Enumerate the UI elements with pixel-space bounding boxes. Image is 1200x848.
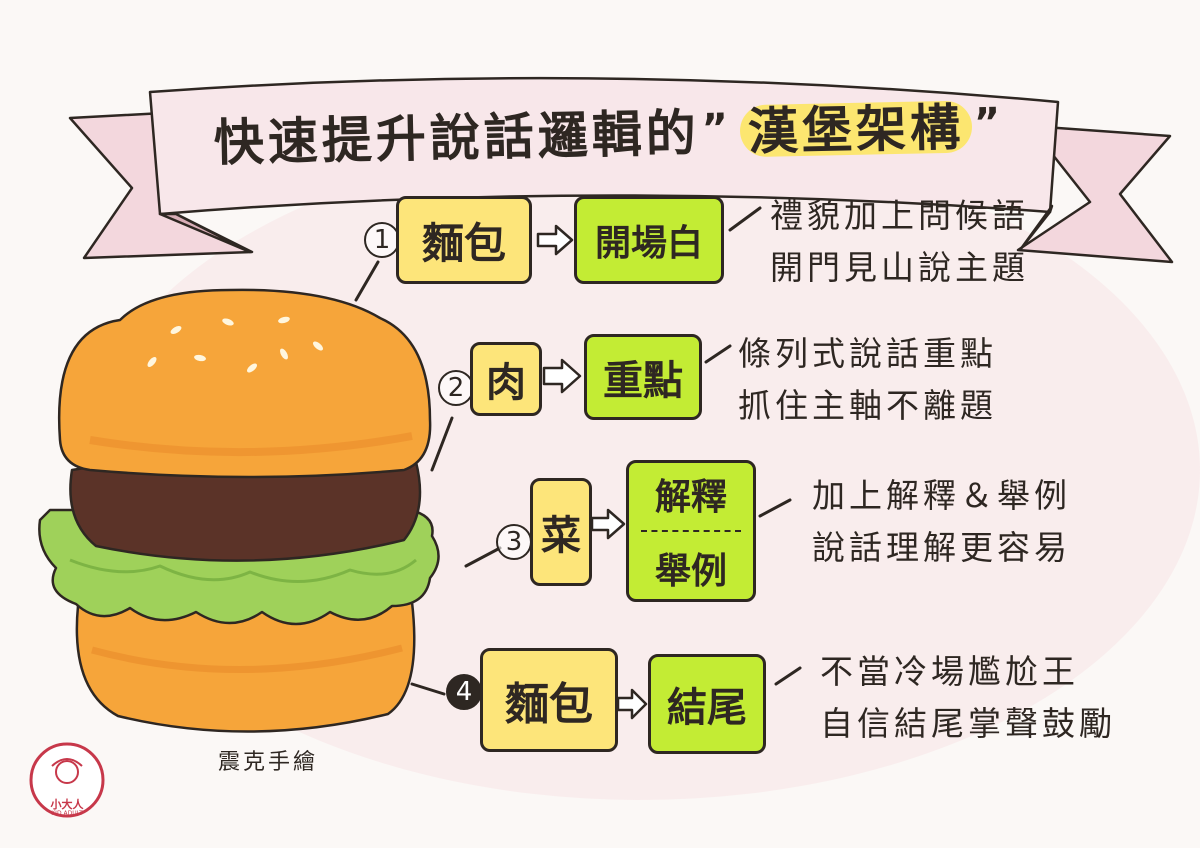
bracket-4 — [774, 666, 802, 686]
title-highlight: 漢堡架構 — [739, 87, 972, 164]
logo-text: 小大人 — [50, 798, 84, 811]
lettuce-vein — [69, 558, 417, 584]
hamburger — [38, 288, 440, 733]
leader-lines — [354, 260, 502, 696]
step-2-description: 條列式說話重點 抓住主軸不離題 — [738, 328, 997, 432]
step-3-description: 加上解釋＆舉例 說話理解更容易 — [812, 470, 1071, 574]
step-3-desc-line-2: 說話理解更容易 — [812, 528, 1071, 567]
ribbon-right-fold — [1018, 204, 1054, 252]
step-2-role-box: 重點 — [584, 334, 702, 420]
step-3-desc-line-1: 加上解釋＆舉例 — [812, 476, 1071, 515]
step-4-part-box: 麵包 — [480, 648, 618, 752]
step-3-role-box: 解釋 舉例 — [626, 460, 756, 602]
step-1-desc-line-2: 開門見山說主題 — [770, 248, 1029, 287]
step-2-part-box: 肉 — [470, 342, 542, 416]
step-2-desc-line-2: 抓住主軸不離題 — [738, 386, 997, 425]
arrow-4 — [616, 688, 648, 720]
step-1-role-box: 開場白 — [574, 196, 724, 284]
arrow-2 — [542, 358, 582, 394]
step-4-desc-line-1: 不當冷場尷尬王 — [820, 652, 1079, 691]
step-4-role-box: 結尾 — [648, 654, 766, 754]
step-1-description: 禮貌加上問候語 開門見山說主題 — [770, 190, 1029, 294]
step-3-part-box: 菜 — [530, 478, 592, 586]
step-1-desc-line-1: 禮貌加上問候語 — [770, 196, 1029, 235]
sesame-seeds — [147, 316, 323, 373]
step-3-number: 3 — [496, 524, 532, 560]
leader-line-4 — [410, 682, 446, 696]
top-bun-shade — [89, 432, 413, 457]
ribbon-right-tail — [1016, 124, 1174, 264]
brand-logo — [29, 742, 105, 818]
title-quote-close: ” — [973, 99, 1005, 147]
top-bun — [57, 288, 432, 479]
leader-line-1 — [354, 260, 380, 302]
arrow-3 — [590, 508, 626, 540]
leader-line-3 — [464, 546, 502, 568]
title-main: 快速提升說話邏輯的 — [213, 104, 701, 173]
step-3-role-divider — [641, 530, 741, 532]
ribbon-left-fold — [158, 212, 252, 254]
step-4-desc-line-2: 自信結尾掌聲鼓勵 — [820, 704, 1116, 743]
leader-line-2 — [430, 416, 454, 472]
illustrator-credit: 震克手繪 — [218, 750, 319, 775]
step-3-role-bottom: 舉例 — [654, 551, 727, 592]
step-4-description: 不當冷場尷尬王 自信結尾掌聲鼓勵 — [820, 646, 1116, 750]
page-title: 快速提升說話邏輯的 ” 漢堡架構 ” — [169, 77, 1051, 185]
arrow-1 — [536, 224, 574, 256]
arrows — [536, 224, 648, 720]
description-brackets — [704, 206, 802, 686]
bracket-2 — [704, 344, 732, 364]
step-3-role-top: 解釋 — [654, 477, 727, 518]
step-2-number: 2 — [438, 370, 474, 406]
step-1-number: 1 — [364, 222, 400, 258]
logo-subtext: KID ADULT — [51, 810, 83, 817]
step-4-number: 4 — [446, 674, 482, 710]
title-quote-open: ” — [701, 105, 733, 153]
bracket-3 — [758, 498, 792, 518]
bottom-bun-shade — [91, 644, 403, 673]
step-1-part-box: 麵包 — [396, 196, 532, 284]
step-2-desc-line-1: 條列式說話重點 — [738, 334, 997, 373]
bracket-1 — [728, 206, 762, 232]
